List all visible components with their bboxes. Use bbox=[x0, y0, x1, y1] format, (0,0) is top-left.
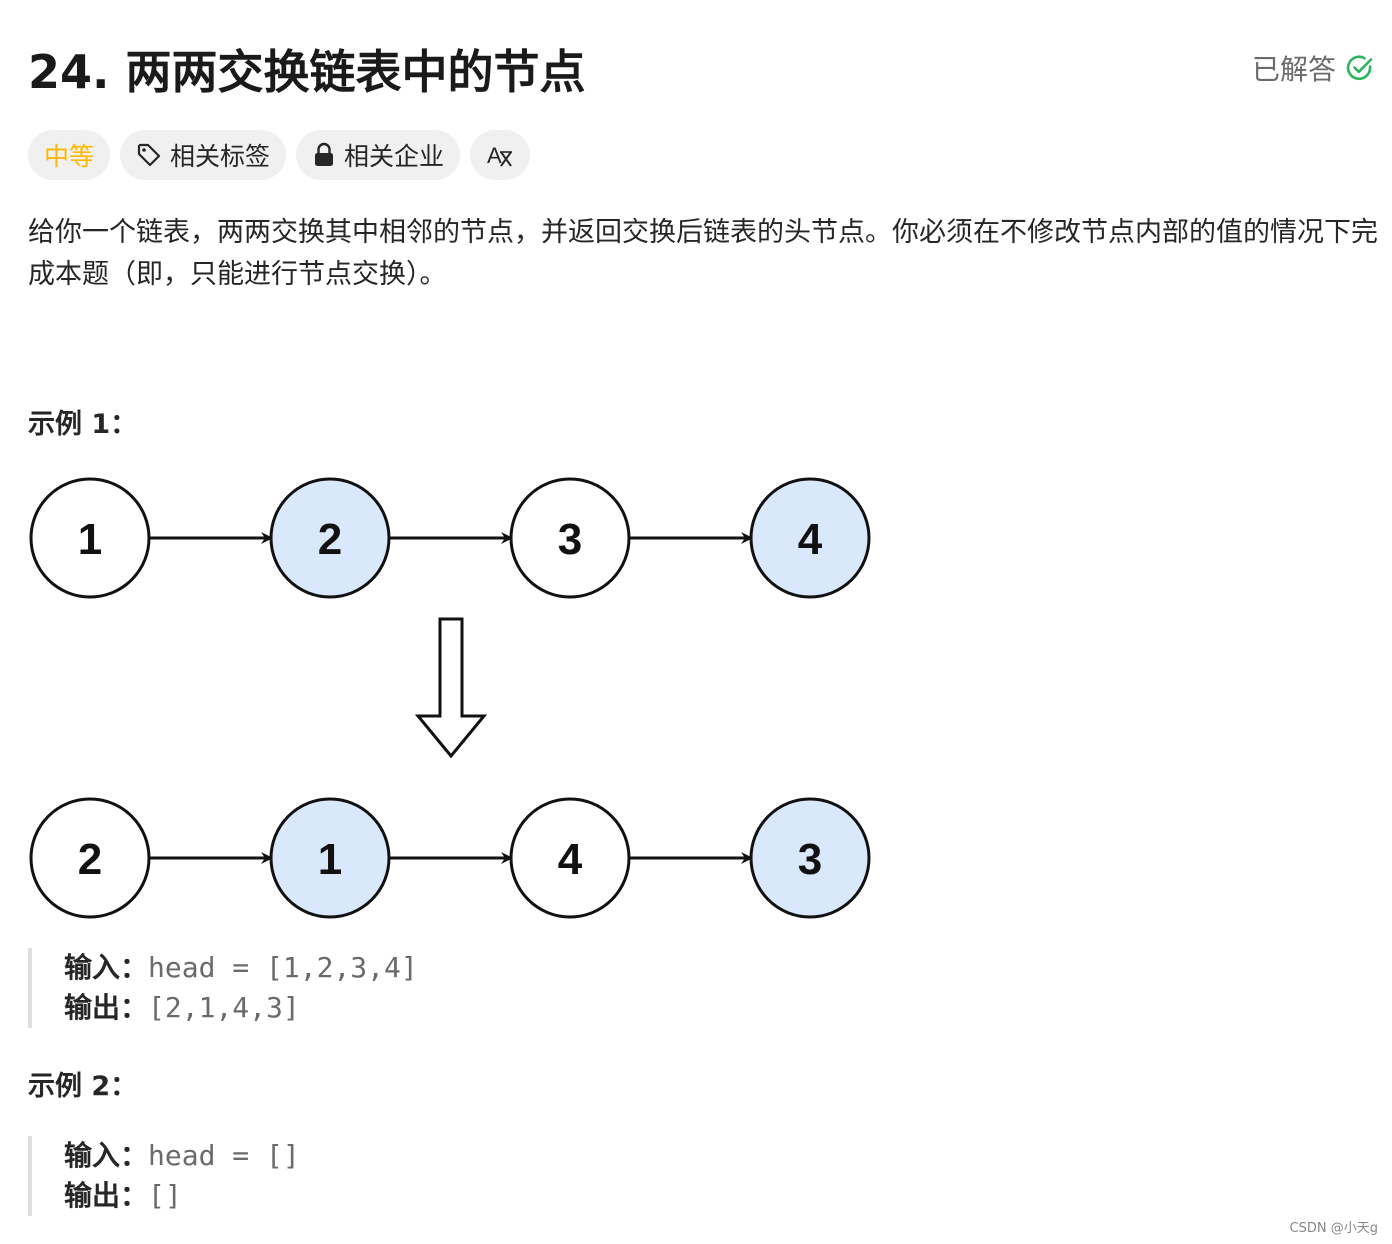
difficulty-badge[interactable]: 中等 bbox=[28, 130, 111, 180]
list-before: 1 2 3 4 bbox=[29, 477, 871, 599]
output-label: 输出： bbox=[64, 1179, 149, 1212]
input-label: 输入： bbox=[64, 951, 149, 984]
example-2-title: 示例 2： bbox=[28, 1071, 138, 1102]
problem-chips: 中等 相关标签 相关企业 A bbox=[28, 130, 531, 180]
solved-status-label: 已解答 bbox=[1251, 53, 1336, 86]
watermark: CSDN @小天g bbox=[1289, 1221, 1378, 1236]
example-1-title: 示例 1： bbox=[28, 409, 138, 440]
output-value: [] bbox=[148, 1179, 182, 1212]
before-node-label: 4 bbox=[798, 515, 823, 564]
output-value: [2,1,4,3] bbox=[148, 991, 300, 1024]
before-node-label: 1 bbox=[78, 515, 102, 564]
before-node-label: 3 bbox=[558, 515, 582, 564]
example-1-input: 输入：head = [1,2,3,4] bbox=[64, 948, 418, 988]
input-value: head = [1,2,3,4] bbox=[148, 951, 418, 984]
linked-list-swap-diagram: 1 2 3 4 2 1 4 3 bbox=[29, 477, 871, 919]
after-node bbox=[269, 797, 391, 919]
after-node-label: 2 bbox=[78, 835, 102, 884]
translate-button[interactable]: A bbox=[470, 130, 531, 180]
after-node-label: 3 bbox=[798, 835, 822, 884]
solved-status: 已解答 bbox=[1252, 48, 1374, 88]
problem-title: 24. 两两交换链表中的节点 bbox=[28, 45, 586, 99]
related-tags-button[interactable]: 相关标签 bbox=[120, 130, 287, 180]
output-label: 输出： bbox=[64, 991, 149, 1024]
before-node bbox=[509, 477, 631, 599]
difficulty-label: 中等 bbox=[44, 142, 95, 171]
after-node bbox=[749, 797, 871, 919]
tag-icon bbox=[136, 142, 162, 168]
svg-text:A: A bbox=[487, 143, 502, 168]
before-node bbox=[29, 477, 151, 599]
problem-description: 给你一个链表，两两交换其中相邻的节点，并返回交换后链表的头节点。你必须在不修改节… bbox=[28, 217, 1378, 290]
example-2-output: 输出：[] bbox=[64, 1176, 300, 1216]
example-2-input: 输入：head = [] bbox=[64, 1136, 300, 1176]
example-1-output: 输出：[2,1,4,3] bbox=[64, 988, 418, 1028]
down-arrow-icon bbox=[414, 617, 488, 759]
before-node bbox=[269, 477, 391, 599]
example-1-diagram: 1 2 3 4 2 1 4 3 bbox=[28, 472, 878, 928]
after-node-label: 1 bbox=[318, 835, 342, 884]
related-companies-button[interactable]: 相关企业 bbox=[296, 130, 461, 180]
before-node-label: 2 bbox=[318, 515, 342, 564]
after-node bbox=[509, 797, 631, 919]
related-companies-label: 相关企业 bbox=[344, 142, 445, 171]
input-value: head = [] bbox=[148, 1139, 300, 1172]
after-node-label: 4 bbox=[558, 835, 583, 884]
list-after: 2 1 4 3 bbox=[29, 797, 871, 919]
example-2-io: 输入：head = [] 输出：[] bbox=[28, 1136, 300, 1216]
lock-icon bbox=[312, 142, 336, 168]
check-circle-icon bbox=[1346, 54, 1374, 82]
related-tags-label: 相关标签 bbox=[170, 142, 271, 171]
translate-icon: A bbox=[486, 142, 514, 168]
before-node bbox=[749, 477, 871, 599]
input-label: 输入： bbox=[64, 1139, 149, 1172]
example-1-io: 输入：head = [1,2,3,4] 输出：[2,1,4,3] bbox=[28, 948, 418, 1028]
after-node bbox=[29, 797, 151, 919]
